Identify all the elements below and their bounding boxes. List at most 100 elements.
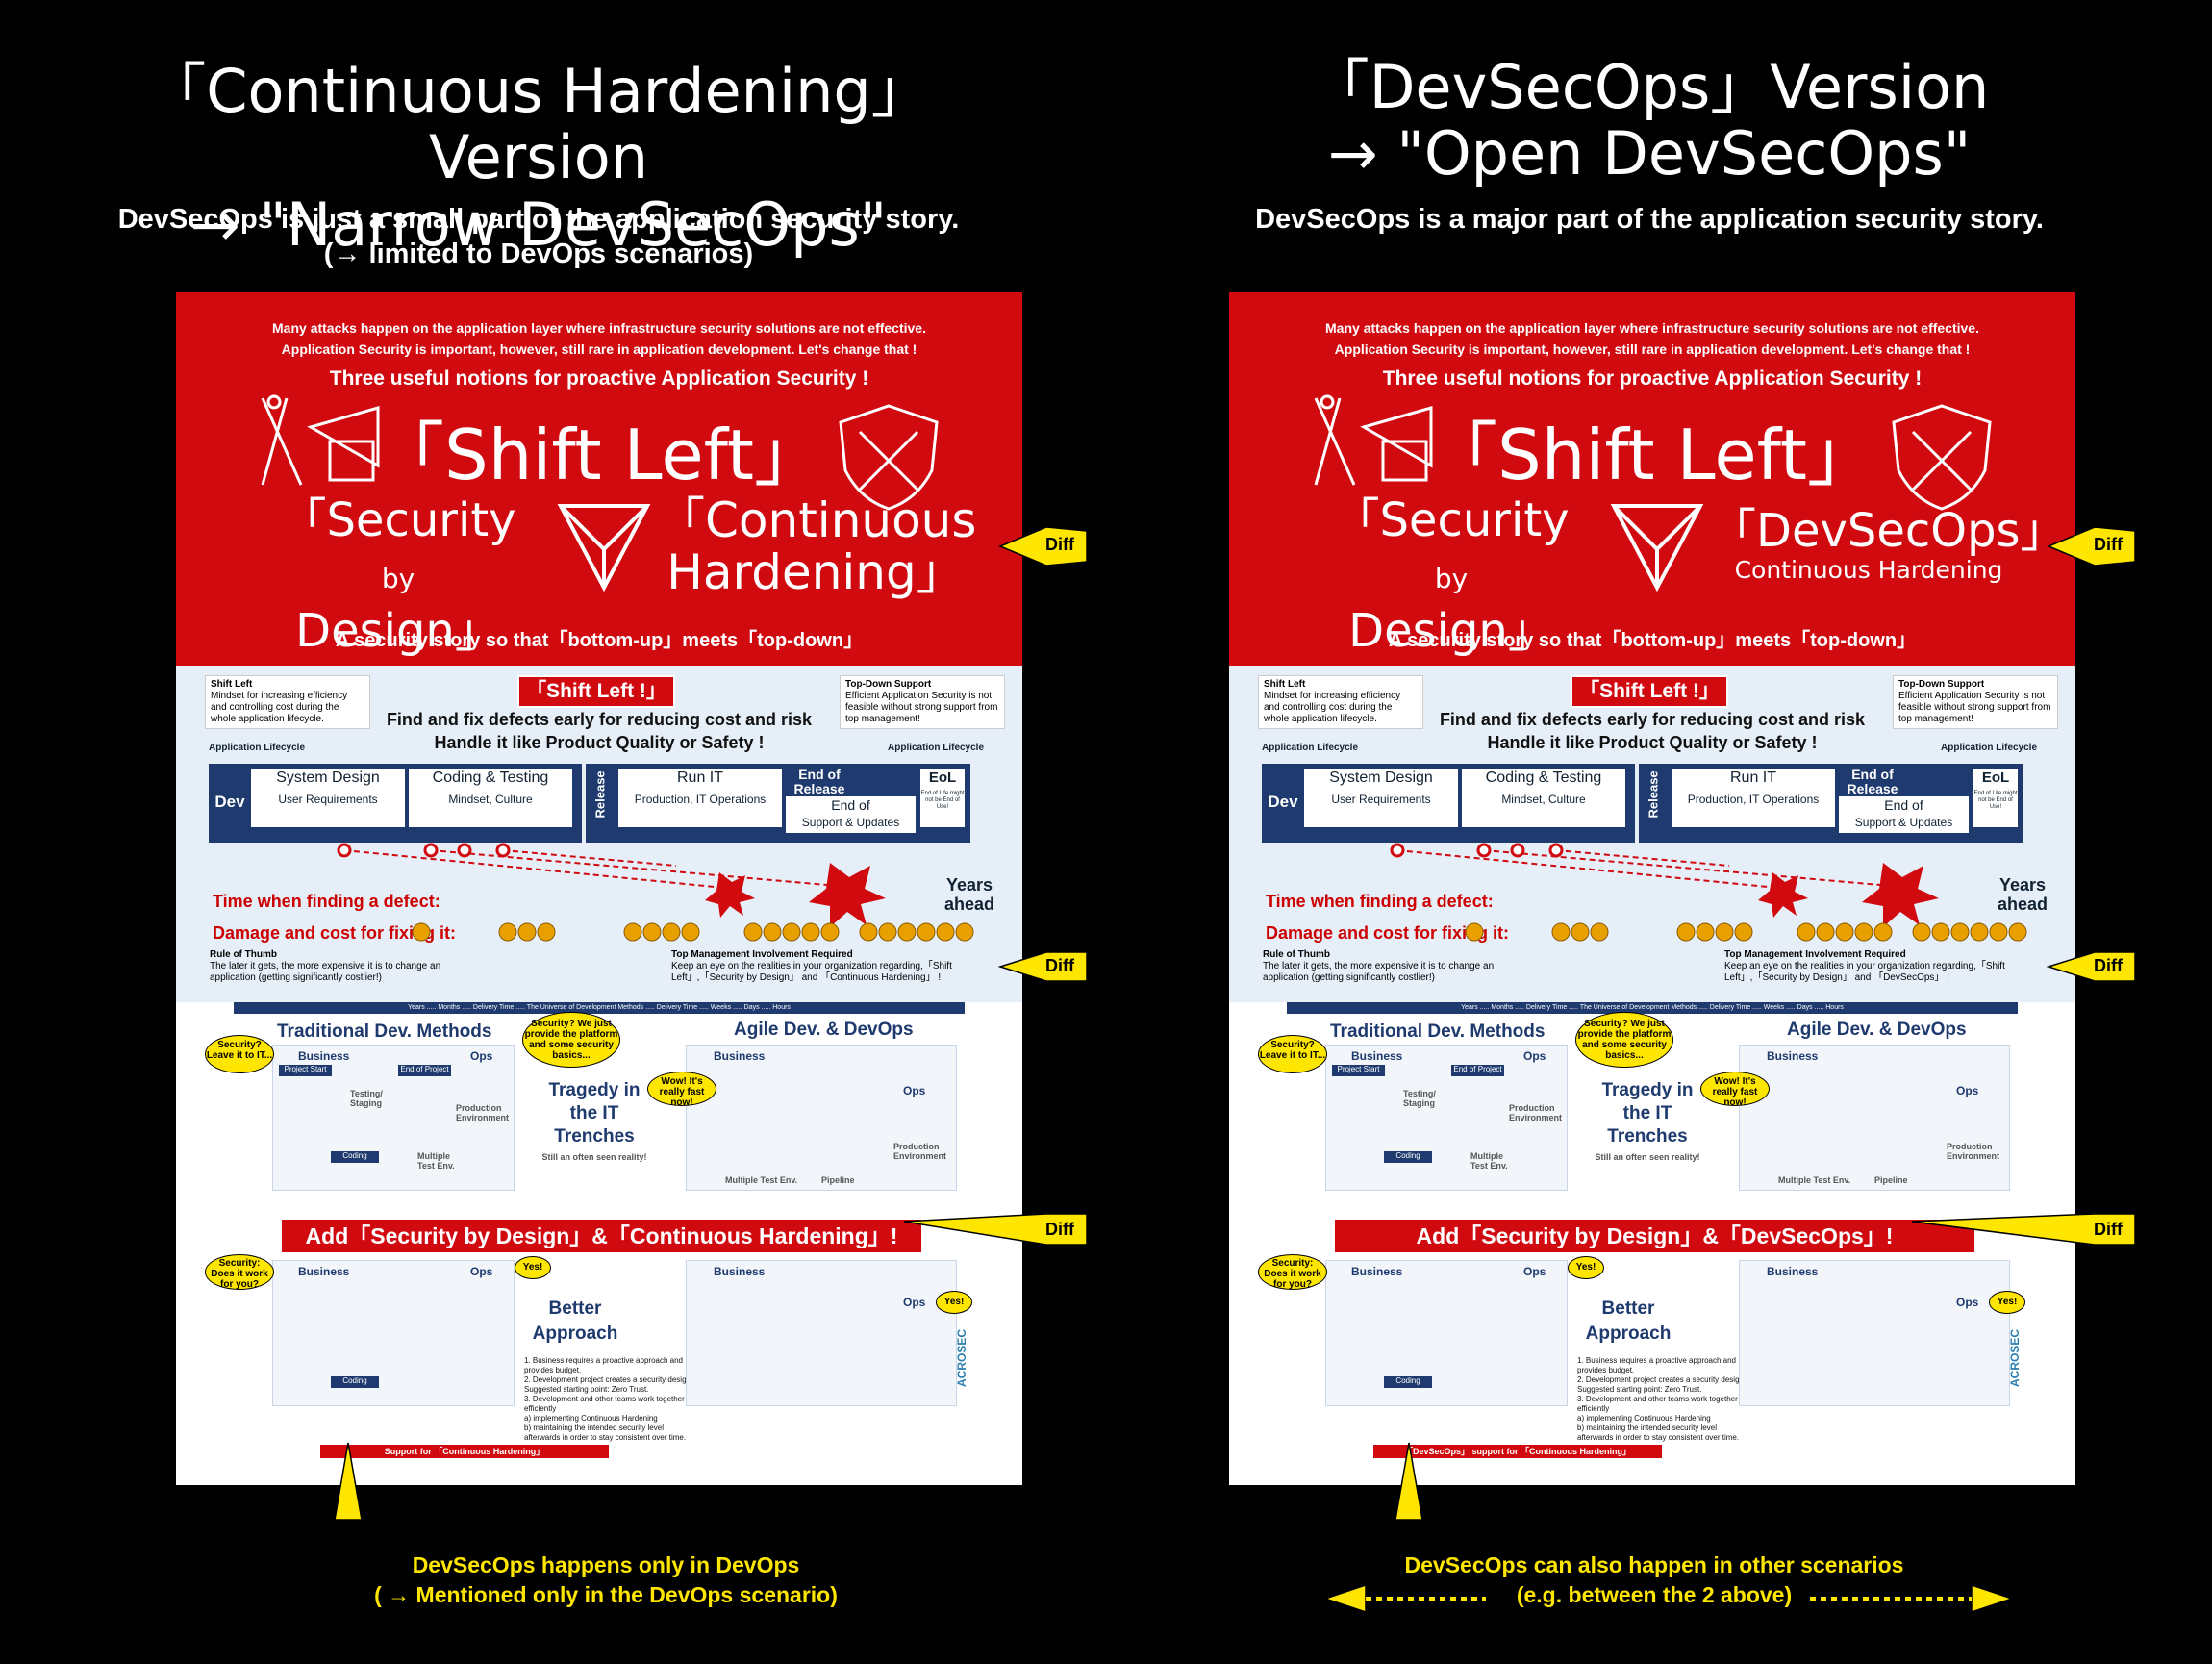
traditional-heading: Traditional Dev. Methods [277, 1021, 492, 1042]
diff-label-7: Diff [333, 1527, 362, 1547]
development-methods-section: Years ..... Months ..... Delivery Time .… [1229, 1002, 2075, 1485]
lifecycle-label-right: Application Lifecycle [1941, 743, 2038, 753]
shift-box-title: Shift Left [211, 679, 253, 690]
agile-production-env: Production Environment [893, 1142, 947, 1161]
find-fix-text: Find and fix defects early for reducing … [1412, 708, 1893, 754]
intro-line1: Many attacks happen on the application l… [1325, 320, 1979, 336]
rule-of-thumb-box: Rule of Thumb The later it gets, the mor… [1258, 946, 1518, 987]
poster-left: Many attacks happen on the application l… [176, 292, 1022, 1485]
end-of-label: End of [831, 797, 870, 813]
agile-diagram: Business Ops Production Environment Pipe… [1739, 1045, 2010, 1191]
end-of-project: End of Project [398, 1065, 451, 1076]
end-of-support-cell: End of Support & Updates [1839, 796, 1969, 833]
run-it-cell: Run IT Production, IT Operations [618, 769, 782, 827]
business-label: Business [298, 1049, 350, 1063]
better-agile-business: Business [714, 1265, 766, 1278]
shift-left-section: Shift Left Mindset for increasing effici… [1229, 666, 2075, 1002]
better-approach-list: 1. Business requires a proactive approac… [1577, 1356, 1750, 1443]
continuous-hardening-notion: 「DevSecOps」 Continuous Hardening [1710, 506, 2067, 585]
eol-text: End of Life might not be End of Use! [920, 791, 965, 810]
system-design-label: System Design [276, 769, 380, 786]
agile-heading: Agile Dev. & DevOps [1787, 1020, 1967, 1040]
top-management-text: Keep an eye on the realities in your org… [1724, 961, 2005, 983]
lifecycle-dev-lane: Dev System Design User Requirements Codi… [1262, 764, 1635, 843]
right-notion-line2: Continuous Hardening [1734, 556, 2003, 584]
better-step3: 3. Development and other teams work toge… [524, 1395, 696, 1413]
drafting-tools-icon [261, 394, 380, 486]
better-coding-box: Coding [1384, 1376, 1432, 1388]
ops-label: Ops [1523, 1049, 1546, 1063]
find-fix-line: Find and fix defects early for reducing … [386, 710, 813, 729]
better-agile-ops: Ops [1956, 1296, 1979, 1309]
production-ops-label: Production, IT Operations [1687, 793, 1820, 806]
user-req-label: User Requirements [1331, 793, 1431, 806]
rule-title: Rule of Thumb [1263, 949, 1330, 960]
security-by-design: 「Security by Design」 [259, 494, 538, 657]
scale-text: Years ..... Months ..... Delivery Time .… [1461, 1004, 1844, 1011]
tragedy-sub: Still an often seen reality! [541, 1152, 647, 1162]
drafting-tools-icon [1314, 394, 1433, 486]
better-business-label: Business [298, 1265, 350, 1278]
shift-left-tag: 「Shift Left !」 [1571, 675, 1728, 708]
left-bottom-line1: DevSecOps happens only in DevOps [412, 1552, 800, 1577]
mindset-label: Mindset, Culture [1501, 793, 1586, 806]
coding-testing-cell: Coding & Testing Mindset, Culture [1462, 769, 1625, 827]
better-step3: 3. Development and other teams work toge… [1577, 1395, 1749, 1413]
business-label: Business [1351, 1049, 1403, 1063]
better-step3a: a) implementing Continuous Hardening [1577, 1414, 1711, 1423]
better-ops-label: Ops [470, 1265, 493, 1278]
agile-business-label: Business [714, 1049, 766, 1063]
sbd-line1: 「Security [1333, 493, 1570, 547]
right-notion-line2: Hardening」 [666, 544, 965, 600]
better-traditional-diagram: Business Ops Coding [272, 1260, 515, 1406]
acrosec-logo: ACROSEC [2008, 1328, 2022, 1387]
shift-left-title: 「Shift Left」 [1428, 415, 1876, 495]
left-title-line1: 「Continuous Hardening」Version [146, 56, 931, 193]
tragedy-sub: Still an often seen reality! [1595, 1152, 1700, 1162]
project-start: Project Start [279, 1065, 332, 1076]
lifecycle-ops-lane: Release Run IT Production, IT Operations… [1639, 764, 2023, 843]
shift-left-tag: 「Shift Left !」 [517, 675, 675, 708]
development-methods-section: Years ..... Months ..... Delivery Time .… [176, 1002, 1022, 1485]
left-title: 「Continuous Hardening」Version → "Narrow … [115, 56, 962, 259]
lifecycle-label-left: Application Lifecycle [209, 743, 306, 753]
agile-diagram: Business Ops Production Environment Pipe… [686, 1045, 957, 1191]
agile-ops-label: Ops [903, 1084, 926, 1097]
damage-cost: Damage and cost for fixing it: [213, 923, 457, 943]
better-ops-label: Ops [1523, 1265, 1546, 1278]
left-subtitle-line1: DevSecOps is just a small part of the ap… [117, 204, 960, 235]
shift-box-text: Mindset for increasing efficiency and co… [211, 691, 348, 724]
agile-business-label: Business [1767, 1049, 1819, 1063]
shift-left-title: 「Shift Left」 [375, 415, 823, 495]
better-agile-diagram: Business Ops [1739, 1260, 2010, 1406]
left-bottom-line2: ( → Mentioned only in the DevOps scenari… [374, 1582, 838, 1607]
rule-of-thumb-box: Rule of Thumb The later it gets, the mor… [205, 946, 465, 987]
right-bottom-note: DevSecOps can also happen in other scena… [1289, 1551, 2020, 1610]
diff-label-1: Diff [1045, 535, 1074, 554]
bubble-provide-platform: Security? We just provide the platform a… [522, 1012, 620, 1068]
time-finding-defect: Time when finding a defect: [213, 892, 440, 911]
poster-intro: Many attacks happen on the application l… [176, 317, 1022, 360]
handle-line: Handle it like Product Quality or Safety… [1487, 733, 1818, 752]
diff-label-5: Diff [2094, 956, 2123, 975]
better-agile-ops: Ops [903, 1296, 926, 1309]
shift-box-text: Mindset for increasing efficiency and co… [1264, 691, 1401, 724]
acrosec-logo: ACROSEC [955, 1328, 968, 1387]
run-it-label: Run IT [1729, 769, 1776, 786]
money-bag-icons [412, 922, 974, 942]
right-bottom-line2: (e.g. between the 2 above) [1516, 1582, 1793, 1607]
right-notion-line1: 「Continuous [657, 492, 977, 548]
eol-cell: EoL End of Life might not be End of Use! [1973, 769, 2018, 827]
top-down-box: Top-Down Support Efficient Application S… [1893, 675, 2058, 729]
shift-box-title: Shift Left [1264, 679, 1306, 690]
sbd-line2: Design」 [295, 604, 501, 658]
coding-testing-cell: Coding & Testing Mindset, Culture [409, 769, 572, 827]
support-bar: 「DevSecOps」 support for 「Continuous Hard… [1373, 1445, 1662, 1458]
better-coding-box: Coding [331, 1376, 379, 1388]
notions-heading: Three useful notions for proactive Appli… [1382, 367, 1923, 390]
bubble-yes-1: Yes! [1568, 1256, 1604, 1279]
coding-box: Coding [331, 1151, 379, 1163]
tragedy-heading: Tragedy in the IT Trenches [548, 1080, 641, 1147]
poster-right: Many attacks happen on the application l… [1229, 292, 2075, 1485]
damage-cost: Damage and cost for fixing it: [1266, 923, 1510, 943]
